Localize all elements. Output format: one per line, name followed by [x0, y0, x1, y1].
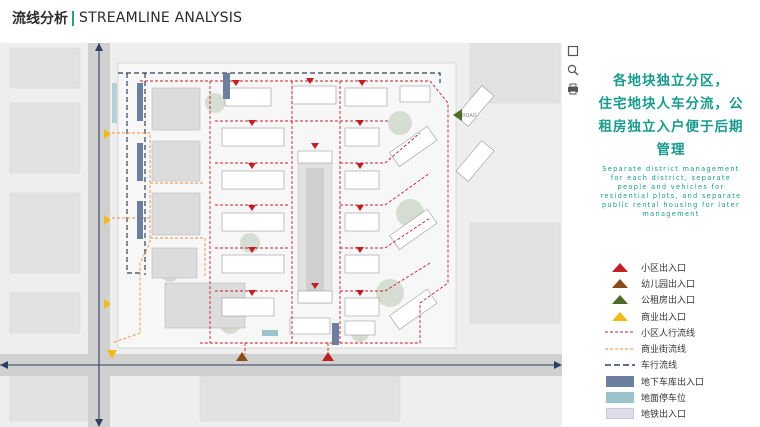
- site-plan-map: ROAD: [0, 43, 562, 427]
- legend-item: 车行流线: [605, 357, 755, 373]
- legend-item: 幼儿园出入口: [605, 275, 755, 291]
- description-line: Separate district management: [602, 165, 740, 173]
- description-line: management: [642, 210, 700, 218]
- legend-label: 地面停车位: [641, 394, 687, 405]
- legend: 小区出入口 幼儿园出入口 公租房出入口 商业出入口 小区人行流线 商业街流线 车…: [605, 259, 755, 422]
- legend-item: 公租房出入口: [605, 292, 755, 308]
- legend-label: 地铁出入口: [641, 410, 687, 421]
- triangle-icon: [605, 294, 635, 306]
- swatch-icon: [605, 392, 635, 404]
- dashed-line-icon: [605, 343, 635, 355]
- page-title-zh: 流线分析: [12, 11, 68, 27]
- description-line: public rental housing for later: [601, 201, 741, 209]
- headline: 各地块独立分区， 住宅地块人车分流，公 租房独立入户便于后期 管理: [586, 70, 756, 162]
- legend-item: 小区出入口: [605, 259, 755, 275]
- legend-item: 小区人行流线: [605, 324, 755, 340]
- headline-line: 住宅地块人车分流，公: [598, 96, 744, 112]
- fullscreen-icon[interactable]: [566, 44, 580, 58]
- map-toolbar: [566, 44, 582, 101]
- legend-label: 公租房出入口: [641, 296, 696, 307]
- english-description: Separate district management for each di…: [584, 165, 758, 219]
- title-divider: [72, 10, 74, 26]
- headline-line: 管理: [656, 142, 686, 158]
- legend-item: 地下车库出入口: [605, 373, 755, 389]
- dashed-line-icon: [605, 326, 635, 338]
- description-line: people and vehicles for: [617, 183, 725, 191]
- legend-label: 小区出入口: [641, 263, 687, 274]
- legend-item: 地面停车位: [605, 389, 755, 405]
- road-label: ROAD: [462, 113, 477, 119]
- description-line: residential plots, and separate: [600, 192, 742, 200]
- swatch-icon: [605, 375, 635, 387]
- description-line: for each district, separate: [610, 174, 732, 182]
- legend-item: 商业街流线: [605, 340, 755, 356]
- triangle-icon: [605, 310, 635, 322]
- legend-item: 商业出入口: [605, 308, 755, 324]
- dashed-line-icon: [605, 359, 635, 371]
- legend-label: 商业街流线: [641, 345, 687, 356]
- legend-label: 地下车库出入口: [641, 377, 705, 388]
- legend-label: 商业出入口: [641, 312, 687, 323]
- headline-line: 租房独立入户便于后期: [598, 119, 744, 135]
- swatch-icon: [605, 408, 635, 420]
- page-title-en: STREAMLINE ANALYSIS: [79, 10, 243, 26]
- legend-item: 地铁出入口: [605, 406, 755, 422]
- triangle-icon: [605, 261, 635, 273]
- page-header: 流线分析 STREAMLINE ANALYSIS: [12, 8, 242, 28]
- legend-label: 车行流线: [641, 361, 678, 372]
- legend-label: 小区人行流线: [641, 328, 696, 339]
- headline-line: 各地块独立分区，: [613, 73, 729, 89]
- print-icon[interactable]: [566, 82, 580, 96]
- legend-label: 幼儿园出入口: [641, 279, 696, 290]
- triangle-icon: [605, 277, 635, 289]
- zoom-icon[interactable]: [566, 63, 580, 77]
